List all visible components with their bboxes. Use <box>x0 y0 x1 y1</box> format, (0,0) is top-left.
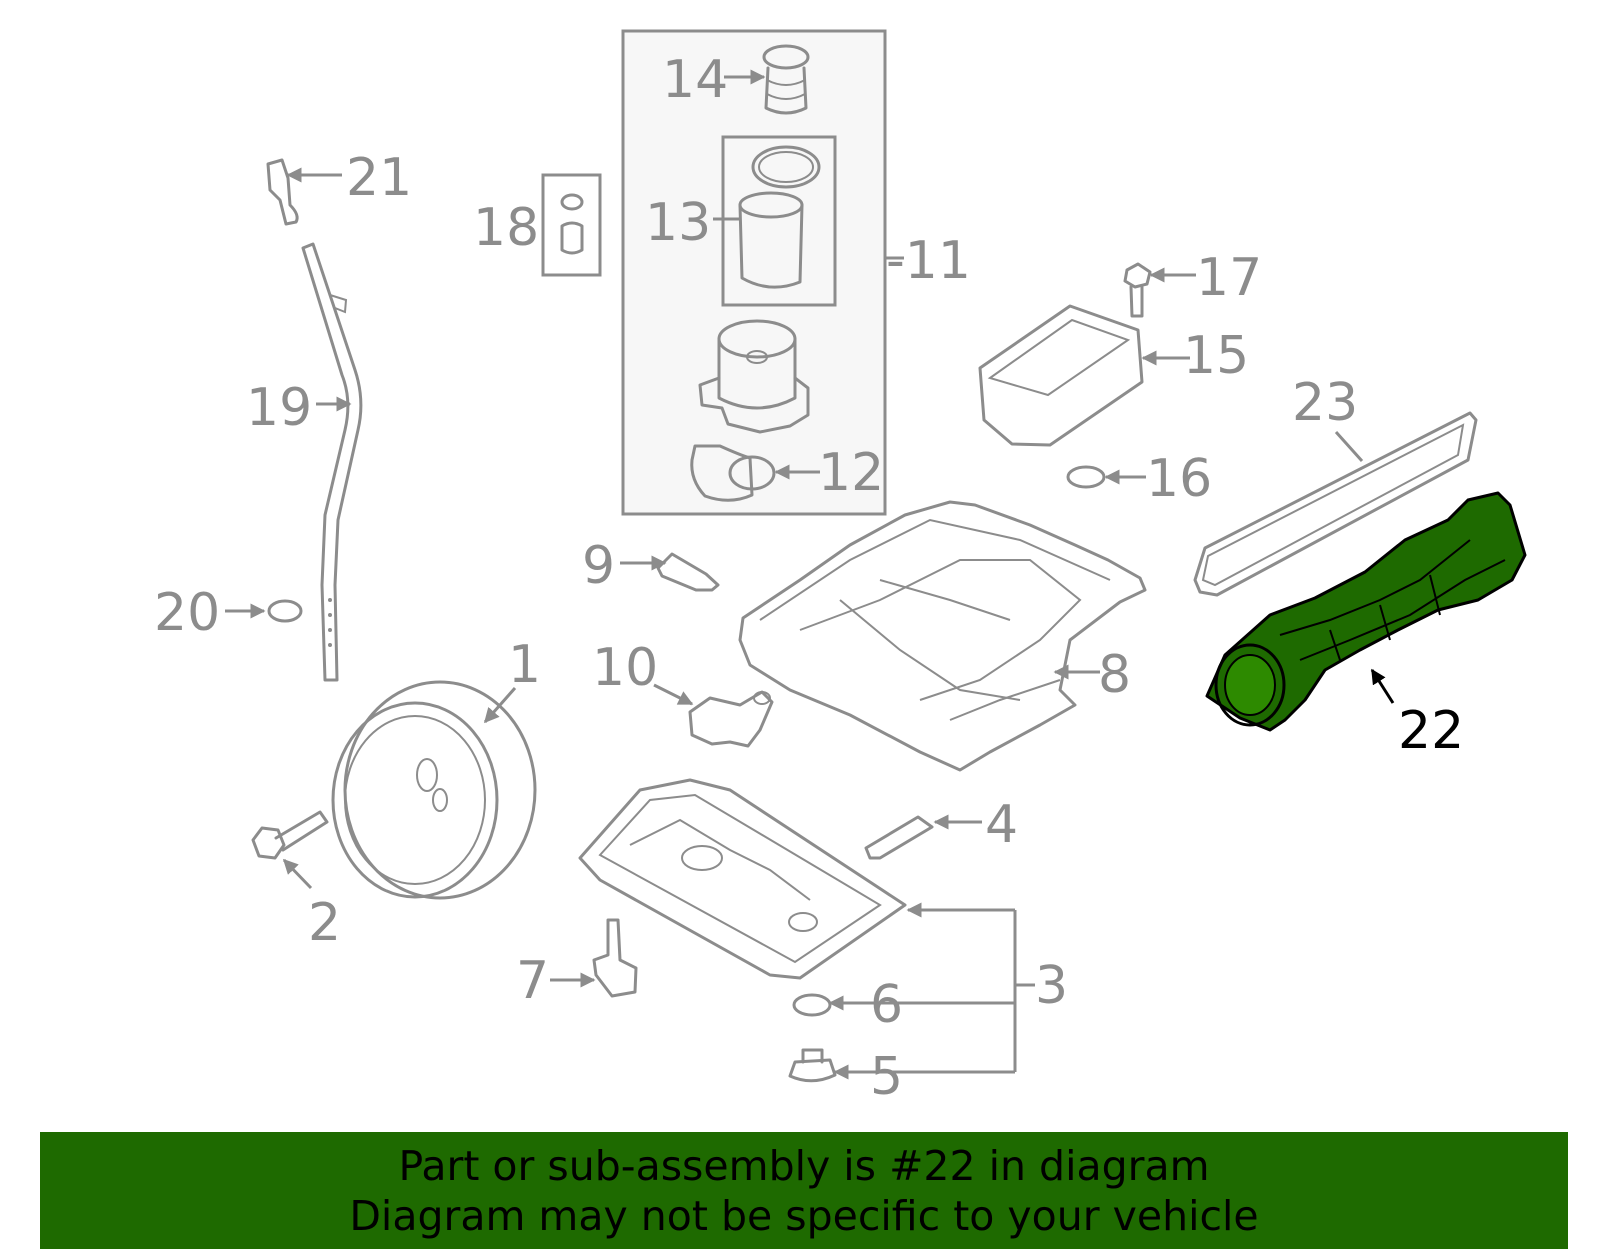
part-15-oil-cooler[interactable] <box>978 304 1144 447</box>
label-8: 8 <box>1098 645 1131 705</box>
part-1-pulley[interactable] <box>331 680 537 900</box>
label-14: 14 <box>662 50 728 110</box>
label-11: -11 <box>886 231 971 291</box>
banner-line-1: Part or sub-assembly is #22 in diagram <box>398 1142 1210 1190</box>
banner-line-2: Diagram may not be specific to your vehi… <box>349 1192 1259 1240</box>
callout-labels: 1 2 3 4 5 6 7 8 9 10 -11 12 13 14 15 16 … <box>154 50 1464 1107</box>
label-19: 19 <box>246 378 312 438</box>
part-14-filter-cap[interactable] <box>762 44 810 115</box>
parts-diagram: 1 2 3 4 5 6 7 8 9 10 -11 12 13 14 15 16 … <box>154 29 1527 1107</box>
leader-lines <box>225 69 1395 1080</box>
part-7-plug[interactable] <box>592 918 638 998</box>
label-20: 20 <box>154 583 220 643</box>
label-10: 10 <box>592 638 658 698</box>
label-22: 22 <box>1398 701 1464 761</box>
label-17: 17 <box>1196 248 1262 308</box>
part-2-bolt[interactable] <box>251 810 329 860</box>
label-13: 13 <box>645 193 711 253</box>
part-16-o-ring[interactable] <box>1066 465 1106 489</box>
part-10-sensor[interactable] <box>688 690 774 748</box>
filter-assembly-box <box>621 29 887 516</box>
label-3: 3 <box>1035 956 1068 1016</box>
part-17-bolt[interactable] <box>1123 262 1152 318</box>
label-23: 23 <box>1292 373 1358 433</box>
part-4-sealant[interactable] <box>864 815 934 860</box>
label-12: 12 <box>818 443 884 503</box>
label-16: 16 <box>1146 449 1212 509</box>
label-6: 6 <box>870 975 903 1035</box>
part-6-washer[interactable] <box>792 993 832 1017</box>
label-2: 2 <box>308 893 341 953</box>
label-1: 1 <box>508 635 541 695</box>
label-9: 9 <box>582 536 615 596</box>
part-18-bolt-kit[interactable] <box>560 193 584 255</box>
label-7: 7 <box>516 951 549 1011</box>
part-21-sensor[interactable] <box>266 158 299 226</box>
part-19-dipstick-tube[interactable] <box>301 242 363 682</box>
part-23-gasket[interactable] <box>1193 411 1478 597</box>
label-18: 18 <box>473 198 539 258</box>
part-8-engine-block[interactable] <box>738 500 1147 772</box>
filter-element-box <box>721 135 837 307</box>
info-banner: Part or sub-assembly is #22 in diagram D… <box>40 1132 1568 1249</box>
label-21: 21 <box>346 148 412 208</box>
label-4: 4 <box>985 795 1018 855</box>
part-20-washer[interactable] <box>267 599 303 623</box>
part-9-sealant[interactable] <box>656 552 720 592</box>
part-3-oil-pan[interactable] <box>578 778 907 980</box>
part-11-filter-housing[interactable] <box>698 319 810 434</box>
label-15: 15 <box>1183 326 1249 386</box>
label-5: 5 <box>870 1047 903 1107</box>
part-12-gasket[interactable] <box>690 444 776 502</box>
bolt-kit-box <box>541 173 602 277</box>
part-5-drain-plug[interactable] <box>788 1048 837 1083</box>
part-22-highlighted[interactable] <box>1205 491 1527 732</box>
part-13-filter-element[interactable] <box>738 145 821 289</box>
